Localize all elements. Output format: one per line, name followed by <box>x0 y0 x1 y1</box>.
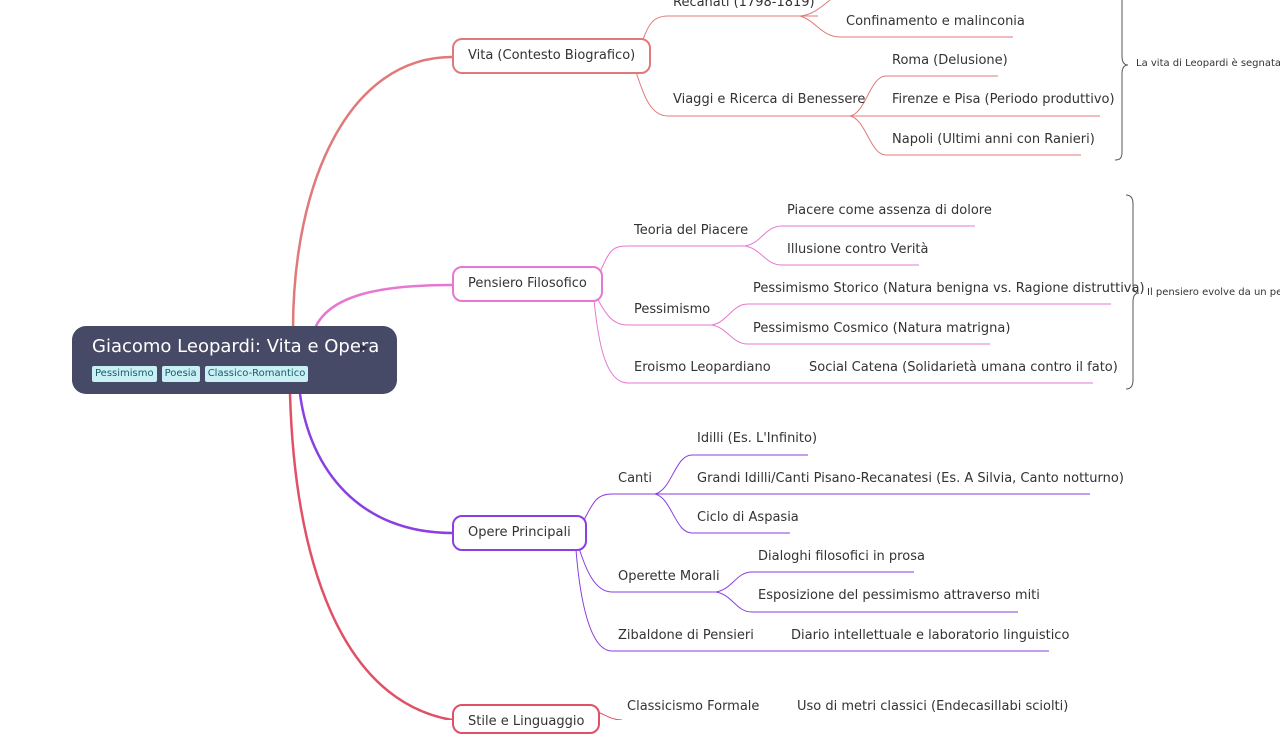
node-roma[interactable]: Roma (Delusione) <box>892 53 1008 68</box>
tag-poesia[interactable]: Poesia <box>161 366 200 382</box>
root-tags: Pessimismo Poesia Classico-Romantico <box>92 366 377 382</box>
node-pessimismo[interactable]: Pessimismo <box>634 302 711 317</box>
summary-vita[interactable]: La vita di Leopardi è segnata <box>1136 58 1280 69</box>
branch-connector-opere <box>298 393 453 535</box>
branch-connector-vita <box>291 55 453 331</box>
node-opere[interactable]: Opere Principali <box>452 515 587 551</box>
node-recanati[interactable]: Recanati (1798-1819) <box>673 0 815 10</box>
branch-connector-pensiero <box>313 283 453 329</box>
node-grandi-idilli[interactable]: Grandi Idilli/Canti Pisano-Recanatesi (E… <box>697 471 1124 486</box>
tag-pessimismo[interactable]: Pessimismo <box>92 366 157 382</box>
node-confinamento[interactable]: Confinamento e malinconia <box>846 14 1025 29</box>
branch-connector-stile <box>288 393 453 720</box>
root-title: Giacomo Leopardi: Vita e Opera <box>92 336 380 357</box>
node-metri-classici[interactable]: Uso di metri classici (Endecasillabi sci… <box>797 699 1069 714</box>
node-idilli[interactable]: Idilli (Es. L'Infinito) <box>697 431 818 446</box>
node-canti[interactable]: Canti <box>618 471 652 486</box>
collapse-arrow-icon[interactable] <box>360 344 368 352</box>
node-stile[interactable]: Stile e Linguaggio <box>452 704 601 734</box>
node-classicismo[interactable]: Classicismo Formale <box>627 699 760 714</box>
summary-brace-pensiero <box>1125 194 1140 390</box>
tag-classico-romantico[interactable]: Classico-Romantico <box>204 366 309 382</box>
node-zibaldone[interactable]: Zibaldone di Pensieri <box>618 628 754 643</box>
node-viaggi[interactable]: Viaggi e Ricerca di Benessere <box>673 92 866 107</box>
node-pessimismo-cosmico[interactable]: Pessimismo Cosmico (Natura matrigna) <box>753 321 1011 336</box>
node-operette-morali[interactable]: Operette Morali <box>618 569 720 584</box>
node-firenze-pisa[interactable]: Firenze e Pisa (Periodo produttivo) <box>892 92 1115 107</box>
node-diario[interactable]: Diario intellettuale e laboratorio lingu… <box>791 628 1070 643</box>
node-piacere-assenza[interactable]: Piacere come assenza di dolore <box>787 203 992 218</box>
node-dialoghi[interactable]: Dialoghi filosofici in prosa <box>758 549 925 564</box>
node-ciclo-aspasia[interactable]: Ciclo di Aspasia <box>697 510 799 525</box>
summary-brace-vita <box>1114 0 1129 161</box>
root-node[interactable]: Giacomo Leopardi: Vita e Opera Pessimism… <box>72 326 397 394</box>
node-esposizione[interactable]: Esposizione del pessimismo attraverso mi… <box>758 588 1040 603</box>
node-vita[interactable]: Vita (Contesto Biografico) <box>452 38 652 74</box>
node-eroismo[interactable]: Eroismo Leopardiano <box>634 360 771 375</box>
node-napoli[interactable]: Napoli (Ultimi anni con Ranieri) <box>892 132 1095 147</box>
node-teoria-piacere[interactable]: Teoria del Piacere <box>634 223 749 238</box>
node-social-catena[interactable]: Social Catena (Solidarietà umana contro … <box>809 360 1118 375</box>
summary-pensiero[interactable]: Il pensiero evolve da un pe <box>1147 287 1280 298</box>
node-pensiero[interactable]: Pensiero Filosofico <box>452 266 603 302</box>
node-illusione[interactable]: Illusione contro Verità <box>787 242 929 257</box>
node-pessimismo-storico[interactable]: Pessimismo Storico (Natura benigna vs. R… <box>753 281 1145 296</box>
